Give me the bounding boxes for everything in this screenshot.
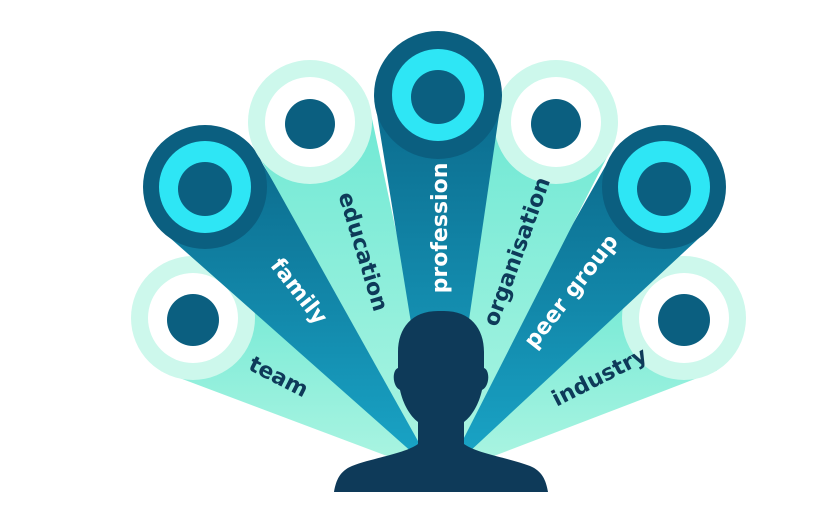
- feather-eye-dot: [411, 70, 465, 124]
- feather-peer-group: [436, 125, 726, 474]
- feathers-group: [131, 31, 746, 476]
- person-silhouette-icon: [334, 311, 548, 492]
- feather-shaft: [374, 94, 502, 471]
- feather-eye-dot: [285, 99, 335, 149]
- feather-eye-dot: [167, 294, 219, 346]
- feather-team: [131, 256, 445, 476]
- feather-eye-dot: [658, 294, 710, 346]
- feather-eye-dot: [531, 99, 581, 149]
- feather-eye-dot: [637, 162, 691, 216]
- feather-eye-dot: [178, 162, 232, 216]
- feather-industry: [437, 256, 746, 476]
- feather-family: [143, 125, 446, 474]
- feather-label-profession: profession: [428, 163, 453, 294]
- feather-profession: [374, 31, 502, 471]
